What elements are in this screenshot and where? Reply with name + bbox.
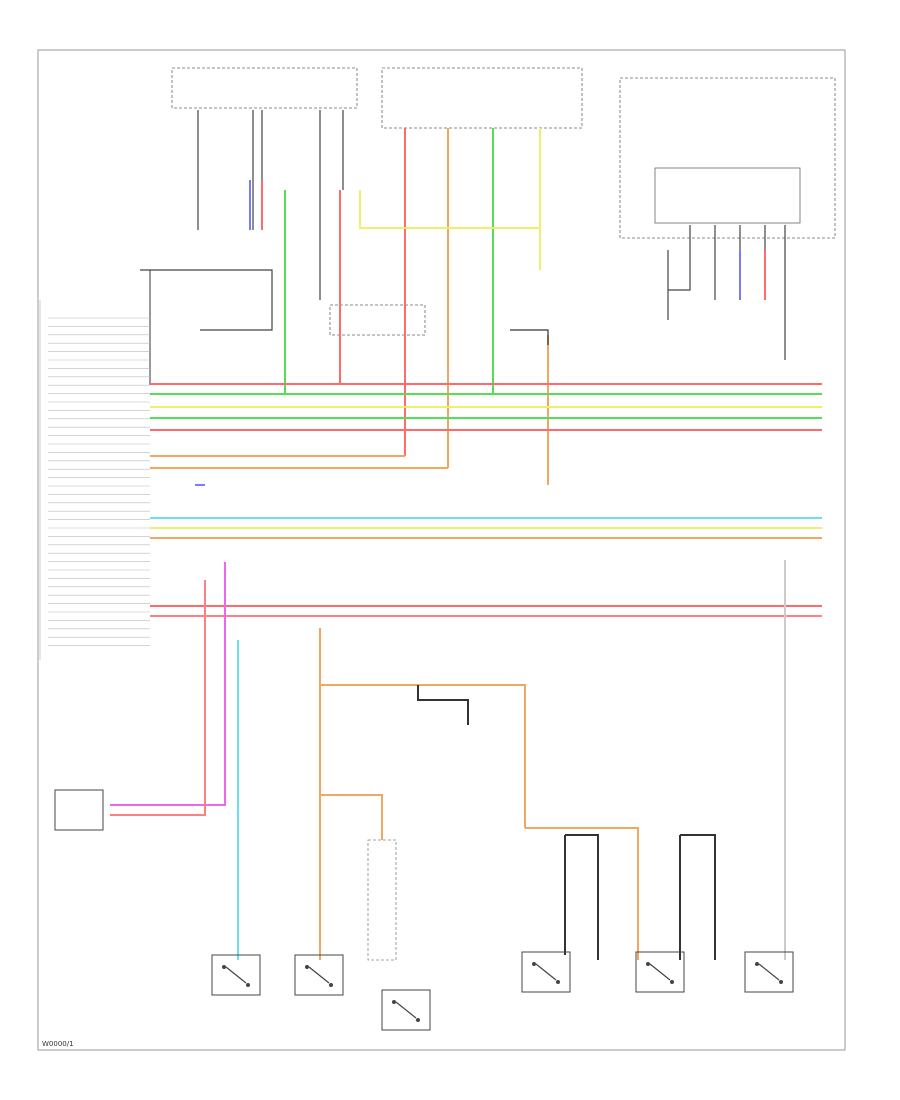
upper-left-block (140, 110, 344, 331)
switch-terminal (646, 962, 650, 966)
switch-terminal (755, 962, 759, 966)
switch-contact (225, 966, 247, 984)
switch-contact (758, 963, 780, 981)
footer-code: W0000/1 (42, 1040, 74, 1048)
switch-terminal (329, 983, 333, 987)
switch-contact (649, 963, 671, 981)
switch-box (521, 951, 571, 993)
switch-box (744, 951, 794, 993)
switch-3 (381, 989, 431, 1031)
switch-2 (294, 954, 344, 996)
switch-box (211, 954, 261, 996)
switch-terminal (246, 983, 250, 987)
switch-terminal (670, 980, 674, 984)
switch-box (294, 954, 344, 996)
lower-dashed-boxes (367, 839, 397, 961)
switch-6 (744, 951, 794, 993)
vertical-wires (149, 128, 766, 485)
top-center-box (171, 67, 836, 336)
switch-terminal (305, 965, 309, 969)
right-connector-block (667, 225, 786, 360)
horizontal-wire-bus (150, 383, 822, 617)
sensor-box (54, 789, 104, 831)
switch-terminal (556, 980, 560, 984)
switch-contact (308, 966, 330, 984)
switch-terminal (222, 965, 226, 969)
switch-box (381, 989, 431, 1031)
switch-terminal (416, 1018, 420, 1022)
lower-wiring (110, 560, 786, 960)
yellow-jumper (359, 190, 540, 229)
switch-5 (635, 951, 685, 993)
switch-lead (510, 329, 549, 345)
switch-terminal (779, 980, 783, 984)
switch-box (635, 951, 685, 993)
switch-1 (211, 954, 261, 996)
switch-terminal (532, 962, 536, 966)
pin-row-list (48, 317, 150, 646)
switch-4 (521, 951, 571, 993)
switch-row (211, 951, 794, 1031)
diagram-frame (37, 49, 846, 1051)
switch-contact (535, 963, 557, 981)
switch-terminal (392, 1000, 396, 1004)
switch-contact (395, 1001, 417, 1019)
